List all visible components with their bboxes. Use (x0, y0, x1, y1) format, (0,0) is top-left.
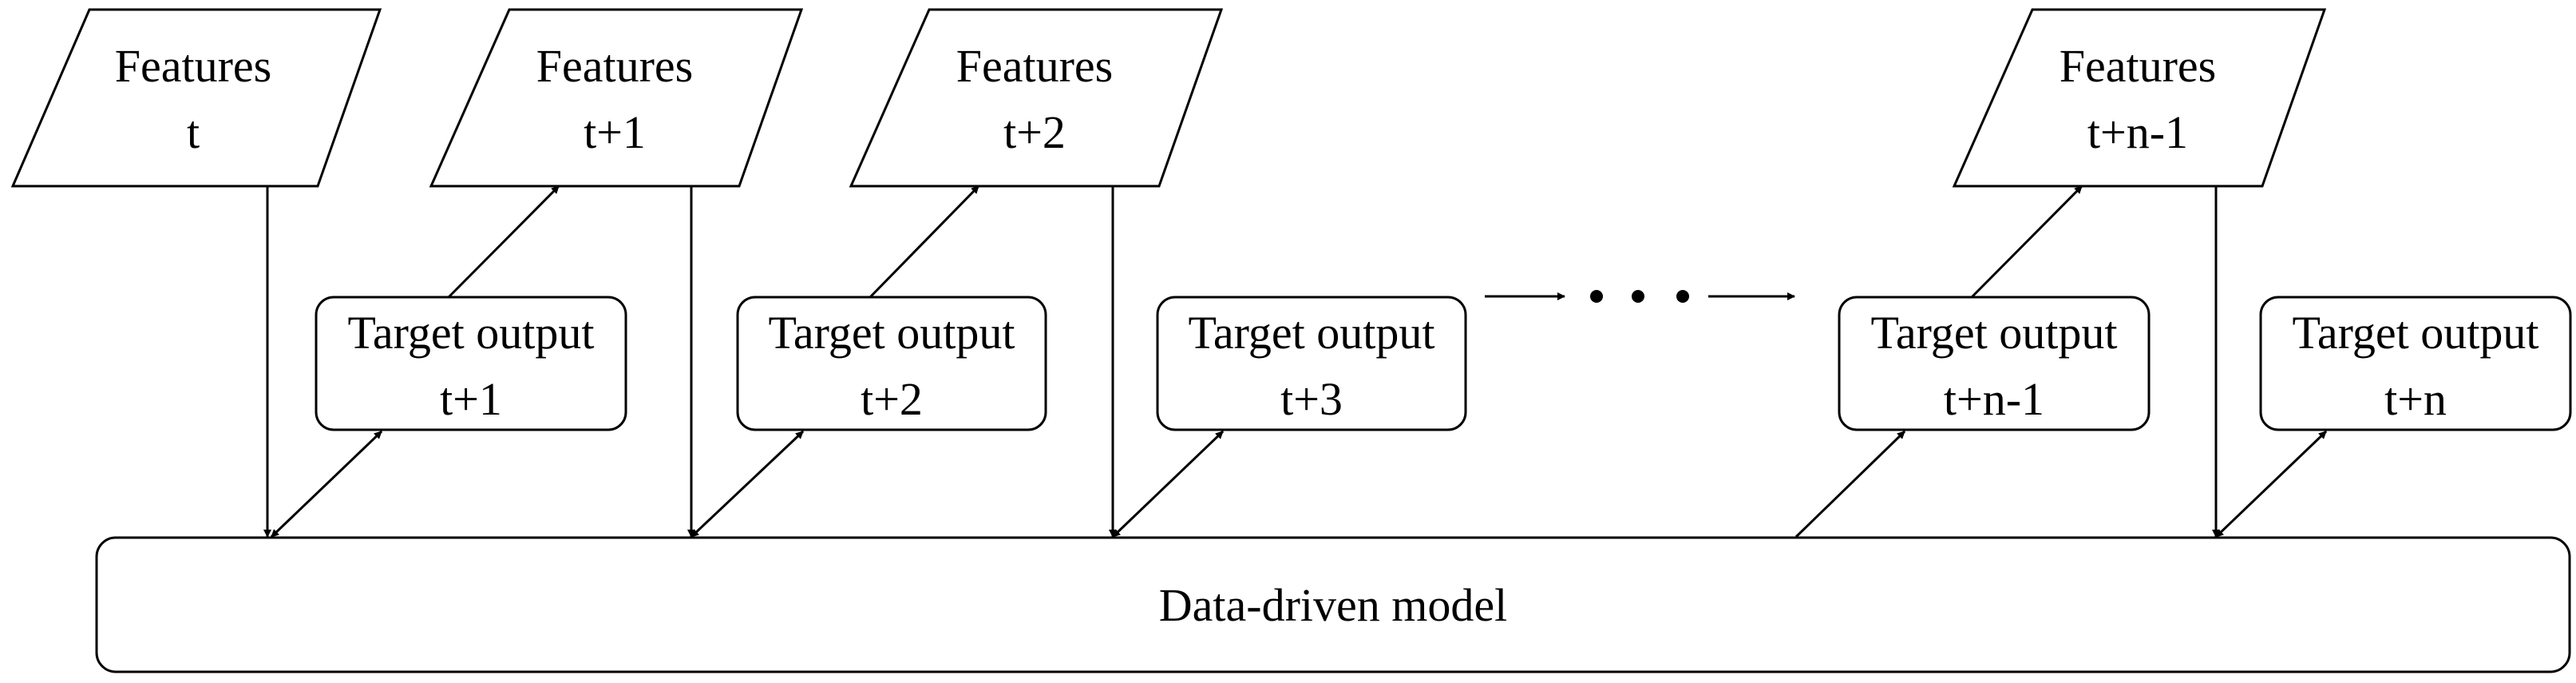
target-output-tn1-title: Target output (1871, 307, 2118, 359)
target-output-tn1: Target output t+n-1 (1838, 296, 2151, 431)
target-output-t3-title: Target output (1189, 307, 1435, 359)
target-output-t1: Target output t+1 (315, 296, 627, 431)
edge-target-t1-to-features-t1 (447, 185, 560, 299)
features-node-t2: Features t+2 (849, 8, 1224, 188)
features-node-tn1-step: t+n-1 (2087, 106, 2188, 158)
target-output-t3-step: t+3 (1280, 373, 1343, 425)
edge-target-t2-to-features-t2 (869, 185, 980, 299)
features-node-t: Features t (10, 8, 382, 188)
features-node-t-title: Features (115, 40, 272, 92)
target-output-t2-title: Target output (769, 307, 1015, 359)
features-node-tn1-title: Features (2060, 40, 2217, 92)
target-output-t1-step: t+1 (440, 373, 502, 425)
edge-model-target-t1 (270, 430, 383, 538)
edge-model-target-t3 (1111, 430, 1225, 538)
target-output-t2: Target output t+2 (736, 296, 1047, 431)
features-node-t1-title: Features (536, 40, 694, 92)
edge-model-target-t2 (690, 430, 805, 538)
features-node-t-step: t (187, 106, 200, 158)
target-output-t2-step: t+2 (861, 373, 923, 425)
target-output-t1-title: Target output (348, 307, 595, 359)
data-driven-model: Data-driven model (95, 536, 2571, 673)
edge-target-tn1-to-features-tn1 (1970, 185, 2083, 299)
target-output-tn: Target output t+n (2259, 296, 2572, 431)
edge-model-target-tn (2214, 430, 2328, 538)
features-node-tn1: Features t+n-1 (1952, 8, 2327, 188)
edge-model-target-tn1 (1794, 430, 1906, 538)
target-output-tn-step: t+n (2384, 373, 2447, 425)
target-output-tn-title: Target output (2293, 307, 2539, 359)
data-driven-model-label: Data-driven model (1159, 579, 1507, 631)
ellipsis-dots (1590, 290, 1689, 303)
features-node-t1-step: t+1 (584, 106, 646, 158)
features-node-t2-title: Features (956, 40, 1114, 92)
target-output-tn1-step: t+n-1 (1944, 373, 2044, 425)
features-node-t1: Features t+1 (429, 8, 804, 188)
features-node-t2-step: t+2 (1003, 106, 1066, 158)
target-output-t3: Target output t+3 (1156, 296, 1467, 431)
